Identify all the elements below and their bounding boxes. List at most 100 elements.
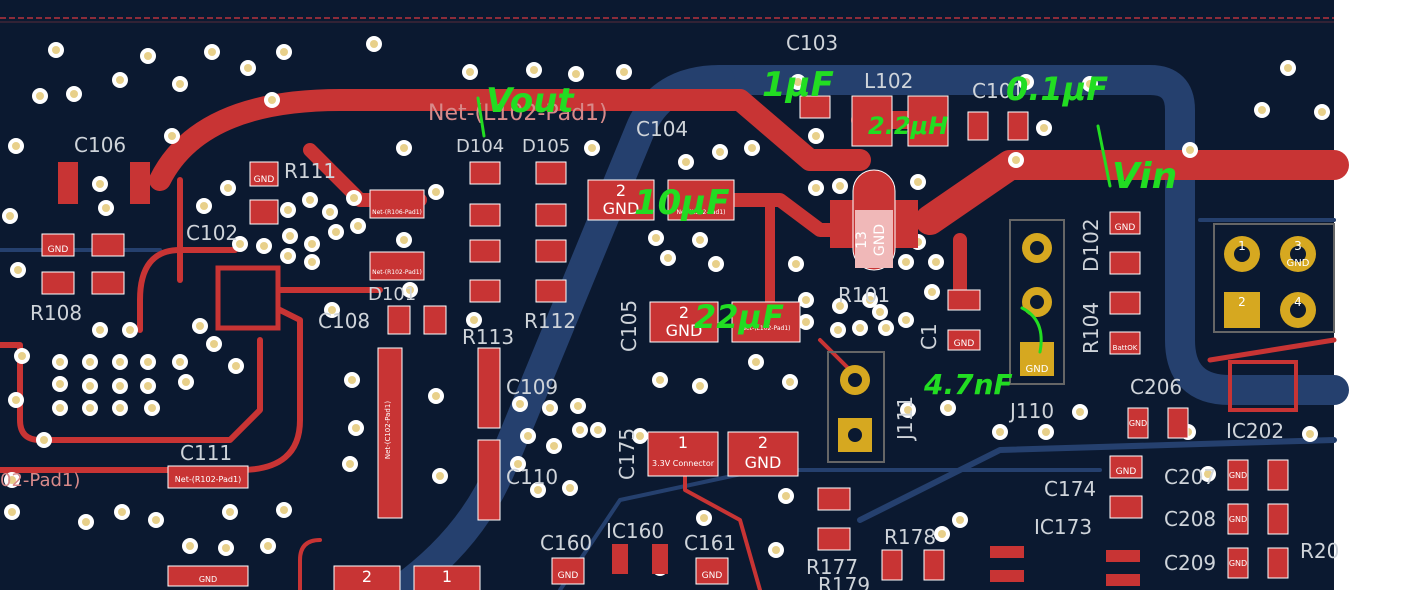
pad-c103[interactable] <box>799 95 831 119</box>
pad-r177-2[interactable] <box>817 527 851 551</box>
ic-ldo[interactable] <box>215 265 281 331</box>
pad-d104-mid[interactable] <box>469 203 501 227</box>
pad-r178-2[interactable] <box>923 549 945 581</box>
refdes-c106: C106 <box>74 133 126 157</box>
pad-c207-2[interactable] <box>1267 459 1289 491</box>
pad-r113[interactable] <box>377 347 403 519</box>
pad-ic160-1[interactable] <box>612 544 628 574</box>
via-drill <box>682 158 690 166</box>
via-drill <box>96 326 104 334</box>
pad-c101-2[interactable] <box>1007 111 1029 141</box>
refdes-c102: C102 <box>186 221 238 245</box>
pad-c102-1[interactable] <box>41 233 75 257</box>
via-drill <box>70 90 78 98</box>
pad-d105-b[interactable] <box>535 279 567 303</box>
pad-text-c208-gnd: GND <box>1229 515 1247 524</box>
pad-c209-2[interactable] <box>1267 547 1289 579</box>
pad-d102-1[interactable] <box>1109 211 1141 235</box>
pad-c174-1[interactable] <box>1109 455 1143 479</box>
ic173-pads-4[interactable] <box>1106 574 1140 586</box>
pad-l102-2[interactable] <box>907 95 949 147</box>
pad-d105-mid[interactable] <box>535 203 567 227</box>
pad-c1-1[interactable] <box>947 289 981 311</box>
pad-gnd-small[interactable] <box>167 565 249 587</box>
via-drill <box>716 148 724 156</box>
via-drill <box>572 70 580 78</box>
via-drill <box>902 258 910 266</box>
pad-d102-2[interactable] <box>1109 251 1141 275</box>
via-drill <box>18 352 26 360</box>
pad-text-hdr-2: 2 <box>1238 295 1246 309</box>
pad-d104-top[interactable] <box>469 161 501 185</box>
pad-c105-1[interactable] <box>649 301 719 343</box>
via-drill <box>524 432 532 440</box>
pad-c106[interactable] <box>58 162 78 204</box>
refdes-d105: D105 <box>522 136 570 157</box>
refdes-c209: C209 <box>1164 551 1216 575</box>
ic173-pads-3[interactable] <box>990 570 1024 582</box>
pad-r106[interactable] <box>369 189 425 219</box>
pad-big-2[interactable] <box>413 565 481 590</box>
pad-r177-1[interactable] <box>817 487 851 511</box>
pad-conn-1[interactable] <box>647 431 719 477</box>
pad-conn-2[interactable] <box>727 431 799 477</box>
via-drill <box>280 506 288 514</box>
pad-c174-2[interactable] <box>1109 495 1143 519</box>
pad-text-c1-gnd: GND <box>954 339 975 349</box>
ic-regulator-center[interactable] <box>855 210 893 268</box>
pad-r108-1[interactable] <box>41 271 75 295</box>
pad-r111-2[interactable] <box>249 199 279 225</box>
pad-text-c160-gnd: GND <box>558 571 579 581</box>
j110-pin-1[interactable] <box>1020 342 1054 376</box>
pad-r104-1[interactable] <box>1109 291 1141 315</box>
hdr-pin-2[interactable] <box>1224 292 1260 328</box>
pad-r111-1[interactable] <box>249 161 279 187</box>
pad-d101-1[interactable] <box>387 305 411 335</box>
pad-r108-2[interactable] <box>91 271 125 295</box>
pad-d104-r[interactable] <box>469 239 501 263</box>
pad-r178-1[interactable] <box>881 549 903 581</box>
pad-c209-1[interactable] <box>1227 547 1249 579</box>
pad-ic160-2[interactable] <box>652 544 668 574</box>
pad-c160[interactable] <box>551 557 585 585</box>
pad-d105-r[interactable] <box>535 239 567 263</box>
pad-c111[interactable] <box>167 465 249 489</box>
pad-c1-2[interactable] <box>947 329 981 351</box>
via-drill <box>1042 428 1050 436</box>
ic173-pads-2[interactable] <box>1106 550 1140 562</box>
pad-c104-2[interactable] <box>667 179 735 221</box>
pad-c208-2[interactable] <box>1267 503 1289 535</box>
via-drill <box>40 436 48 444</box>
pad-c206-1[interactable] <box>1127 407 1149 439</box>
refdes-c207: C207 <box>1164 465 1216 489</box>
pad-c208-1[interactable] <box>1227 503 1249 535</box>
pad-c109-2[interactable] <box>477 439 501 521</box>
pad-c101-1[interactable] <box>967 111 989 141</box>
pad-c102-2[interactable] <box>91 233 125 257</box>
pad-c161[interactable] <box>695 557 729 585</box>
pad-c105-2[interactable] <box>731 301 801 343</box>
pad-d104-b[interactable] <box>469 279 501 303</box>
refdes-j111: J111 <box>893 396 917 442</box>
pad-big-1[interactable] <box>333 565 401 590</box>
hdr-pin-4-hole <box>1290 302 1306 318</box>
pad-d105-top[interactable] <box>535 161 567 185</box>
pad-c109-1[interactable] <box>477 347 501 429</box>
pad-d101-2[interactable] <box>423 305 447 335</box>
pad-l102-1[interactable] <box>851 95 893 147</box>
pad-c206-2[interactable] <box>1167 407 1189 439</box>
ic202-body[interactable] <box>1228 360 1298 412</box>
pad-text-d102-gnd: GND <box>1115 223 1136 233</box>
pad-text-big-2: 1 <box>442 567 452 586</box>
pad-text-conn-2: 2 <box>758 433 768 452</box>
refdes-c110: C110 <box>506 465 558 489</box>
pad-c104-1[interactable] <box>587 179 655 221</box>
pad-c106-2[interactable] <box>130 162 150 204</box>
refdes-r108: R108 <box>30 301 82 325</box>
ic173-pads[interactable] <box>990 546 1024 558</box>
pad-c207-1[interactable] <box>1227 459 1249 491</box>
pad-r104-2[interactable] <box>1109 331 1141 355</box>
refdes-c161: C161 <box>684 531 736 555</box>
pad-r102[interactable] <box>369 251 425 281</box>
